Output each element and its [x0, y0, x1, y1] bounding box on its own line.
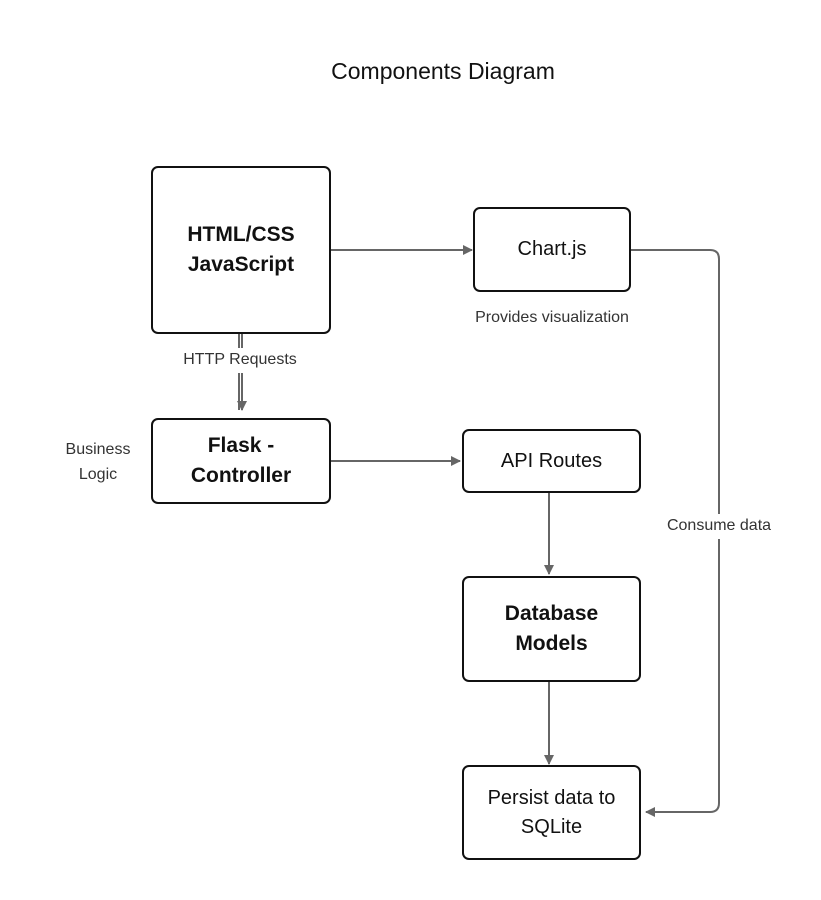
node-flask-controller-label: Flask - Controller [190, 433, 292, 487]
node-chartjs: Chart.js [473, 207, 631, 292]
node-chartjs-label: Chart.js [517, 238, 587, 260]
node-frontend: HTML/CSS JavaScript [151, 166, 331, 334]
node-flask-controller: Flask - Controller [151, 418, 331, 504]
node-api-routes: API Routes [462, 429, 641, 493]
node-sqlite: Persist data to SQLite [462, 765, 641, 860]
edge-label-http-requests: HTTP Requests [160, 348, 320, 373]
chartjs-caption: Provides visualization [475, 309, 629, 326]
node-frontend-label: HTML/CSS JavaScript [187, 222, 295, 276]
business-logic-note: Business Logic [65, 441, 131, 483]
edge-label-consume-data: Consume data [652, 514, 786, 539]
node-database-models: Database Models [462, 576, 641, 682]
node-api-routes-label: API Routes [500, 449, 603, 472]
node-sqlite-label: Persist data to SQLite [487, 786, 616, 838]
node-database-models-label: Database Models [504, 601, 599, 655]
diagram-title: Components Diagram [331, 58, 555, 84]
